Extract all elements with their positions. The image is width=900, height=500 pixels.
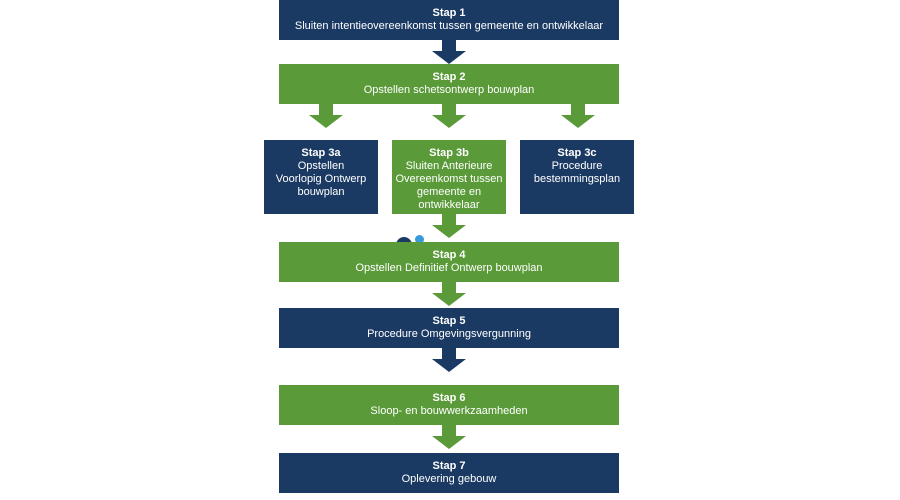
step-6-title: Stap 6 — [432, 392, 466, 404]
step-5-text: Procedure Omgevingsvergunning — [367, 328, 531, 340]
step-7-text: Oplevering gebouw — [401, 473, 497, 485]
step-2-title: Stap 2 — [432, 71, 466, 83]
step-1-text: Sluiten intentieovereenkomst tussen geme… — [294, 20, 604, 32]
arrow-down-icon — [432, 282, 466, 306]
step-3a-title: Stap 3a — [301, 147, 341, 159]
step-3b-line-1: Sluiten Anterieure — [405, 160, 493, 172]
arrow-down-icon — [309, 104, 343, 128]
step-6-box: Stap 6 Sloop- en bouwwerkzaamheden — [279, 385, 619, 425]
step-1-box: Stap 1 Sluiten intentieovereenkomst tuss… — [279, 0, 619, 40]
step-3c-line-1: Procedure — [551, 160, 603, 172]
step-7-box: Stap 7 Oplevering gebouw — [279, 453, 619, 493]
decorative-dot-icon — [415, 235, 424, 244]
step-3c-box: Stap 3c Procedure bestemmingsplan — [520, 140, 634, 214]
step-3b-line-3: gemeente en — [416, 186, 482, 198]
arrow-down-icon — [432, 214, 466, 238]
step-3a-line-1: Opstellen — [297, 160, 345, 172]
step-4-title: Stap 4 — [432, 249, 466, 261]
step-6-text: Sloop- en bouwwerkzaamheden — [370, 405, 528, 417]
arrow-down-icon — [432, 104, 466, 128]
step-1-title: Stap 1 — [432, 7, 466, 19]
step-3a-line-2: Voorlopig Ontwerp — [275, 173, 367, 185]
step-3b-box: Stap 3b Sluiten Anterieure Overeenkomst … — [392, 140, 506, 214]
step-5-box: Stap 5 Procedure Omgevingsvergunning — [279, 308, 619, 348]
step-4-text: Opstellen Definitief Ontwerp bouwplan — [355, 262, 543, 274]
step-3a-line-3: bouwplan — [297, 186, 345, 198]
step-3b-line-4: ontwikkelaar — [418, 199, 480, 211]
step-3b-line-2: Overeenkomst tussen — [395, 173, 503, 185]
step-2-box: Stap 2 Opstellen schetsontwerp bouwplan — [279, 64, 619, 104]
step-7-title: Stap 7 — [432, 460, 466, 472]
step-3a-box: Stap 3a Opstellen Voorlopig Ontwerp bouw… — [264, 140, 378, 214]
step-2-text: Opstellen schetsontwerp bouwplan — [363, 84, 535, 96]
step-4-box: Stap 4 Opstellen Definitief Ontwerp bouw… — [279, 242, 619, 282]
arrow-down-icon — [432, 348, 466, 372]
step-3b-title: Stap 3b — [429, 147, 469, 159]
step-5-title: Stap 5 — [432, 315, 466, 327]
arrow-down-icon — [432, 40, 466, 64]
arrow-down-icon — [432, 425, 466, 449]
step-3c-line-2: bestemmingsplan — [533, 173, 621, 185]
step-3c-title: Stap 3c — [557, 147, 597, 159]
arrow-down-icon — [561, 104, 595, 128]
